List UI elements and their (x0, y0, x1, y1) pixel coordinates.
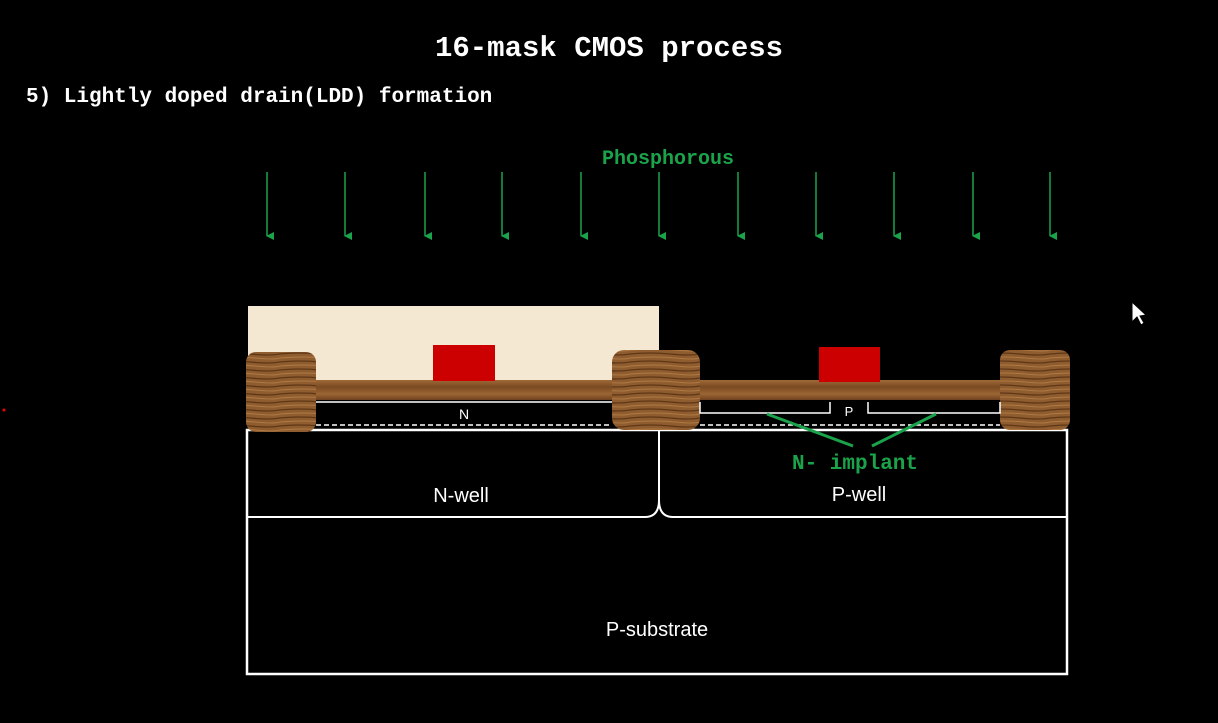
dopant-label: Phosphorous (602, 148, 734, 171)
p-region-label: P (845, 404, 854, 419)
implant-arrows (266, 172, 1057, 240)
substrate-label: P-substrate (606, 619, 708, 641)
field-oxide-center (612, 350, 700, 430)
ldd-region-left (699, 402, 831, 414)
pwell-label: P-well (832, 484, 886, 506)
ldd-region-right (867, 402, 1001, 414)
implant-pointer-right (871, 412, 937, 448)
field-oxide-left (246, 352, 316, 432)
nmos-gate-left (433, 345, 495, 381)
nwell-label: N-well (433, 485, 489, 507)
mouse-cursor-icon (1131, 300, 1148, 326)
gate-oxide-left (300, 380, 630, 400)
implant-pointer-left (766, 412, 854, 448)
well-boundary (247, 430, 1067, 518)
n-region-label: N (459, 406, 469, 422)
laser-dot-icon (2, 408, 6, 412)
step-title: 5) Lightly doped drain(LDD) formation (26, 86, 493, 109)
gate-oxide-right (690, 380, 1010, 400)
field-oxide-right (1000, 350, 1070, 430)
implant-label: N- implant (792, 453, 918, 476)
slide-title: 16-mask CMOS process (434, 32, 784, 65)
nmos-gate-right (819, 347, 880, 382)
